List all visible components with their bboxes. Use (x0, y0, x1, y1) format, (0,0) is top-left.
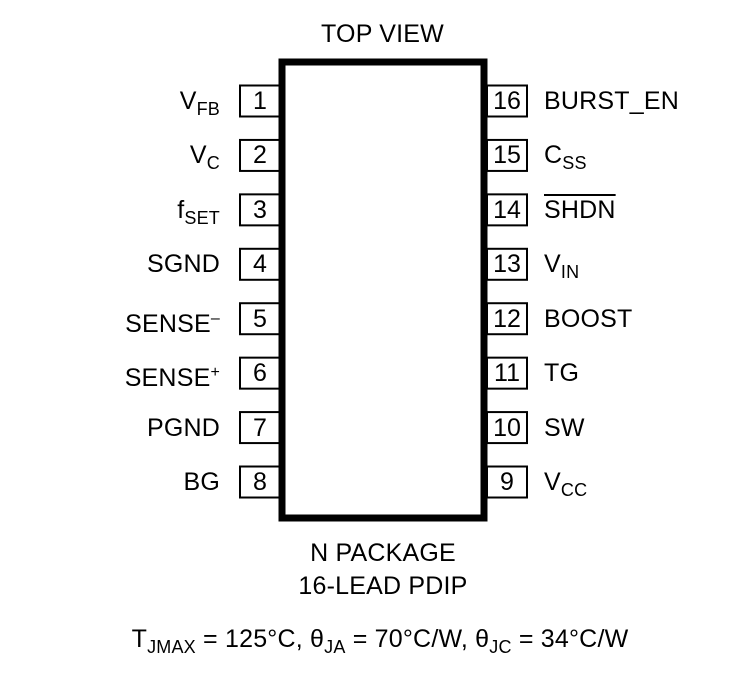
view-title: TOP VIEW (321, 20, 444, 48)
pin-box-left-0 (239, 84, 281, 118)
pin-number-left-7: 8 (253, 468, 267, 496)
pin-label-left-5: SENSE+ (125, 358, 220, 393)
pin-name-left-2: f (177, 195, 185, 224)
pin-label-right-5: TG (544, 358, 579, 388)
pin-subscript-left-2: SET (184, 207, 220, 228)
package-name: N PACKAGE (310, 539, 456, 567)
pin-subscript-left-0: FB (196, 99, 220, 119)
pin-number-left-0: 1 (253, 87, 267, 115)
pin-subscript-right-1: SS (562, 153, 587, 174)
chip-body (278, 58, 488, 522)
pin-label-right-0: BURST_EN (544, 86, 679, 116)
package-type: 16-LEAD PDIP (298, 572, 468, 600)
pin-name-left-0: V (179, 87, 197, 115)
pin-name-right-4: BOOST (544, 304, 633, 333)
pin-superscript-left-4: – (210, 309, 220, 327)
pin-box-right-0 (486, 84, 528, 118)
pin-number-right-3: 13 (493, 250, 521, 279)
pin-subscript-left-1: C (206, 153, 220, 174)
pin-number-right-0: 16 (493, 87, 521, 115)
thermal-specs: TJMAX = 125°C, θJA = 70°C/W, θJC = 34°C/… (0, 624, 755, 662)
pin-box-left-5 (239, 356, 281, 390)
pin-box-left-1 (239, 138, 281, 172)
pin-name-right-0: BURST_EN (544, 87, 679, 115)
pin-box-left-7 (239, 465, 281, 499)
pin-label-right-4: BOOST (544, 304, 633, 334)
pin-box-left-2 (239, 193, 281, 227)
theta-ja-value: = 70°C/W, (345, 625, 476, 653)
pin-number-right-4: 12 (493, 304, 521, 333)
pin-label-left-1: VC (190, 140, 220, 178)
pin-name-left-1: V (189, 141, 207, 170)
pin-number-left-2: 3 (253, 195, 267, 224)
pin-box-right-7 (486, 465, 528, 499)
pin-number-right-1: 15 (493, 141, 521, 170)
pin-box-left-3 (239, 247, 281, 281)
pin-number-right-6: 10 (493, 413, 521, 442)
pin-label-left-4: SENSE– (125, 304, 220, 339)
pin-label-right-3: VIN (544, 249, 579, 287)
pin-name-right-2: SHDN (544, 195, 616, 224)
pin-name-left-5: SENSE (124, 364, 211, 393)
pin-name-left-6: PGND (146, 413, 220, 442)
theta-ja-subscript: JA (324, 637, 346, 657)
pin-label-right-7: VCC (544, 467, 587, 505)
pin-superscript-left-5: + (210, 364, 220, 382)
theta-ja-symbol: θ (310, 625, 325, 653)
pin-box-left-4 (239, 302, 281, 336)
pin-box-right-3 (486, 247, 528, 281)
theta-jc-symbol: θ (475, 625, 490, 653)
tj-symbol: T (131, 625, 148, 653)
pin-box-right-1 (486, 138, 528, 172)
pin-box-right-6 (486, 411, 528, 445)
pin-name-right-1: C (544, 141, 563, 170)
pin-number-left-4: 5 (253, 304, 267, 333)
pin-name-right-3: V (544, 250, 561, 279)
pin-label-left-0: VFB (180, 86, 220, 124)
pin-label-left-6: PGND (147, 413, 220, 443)
pin-name-right-6: SW (544, 413, 585, 442)
pin-number-right-2: 14 (493, 195, 521, 224)
pin-number-left-6: 7 (253, 413, 267, 442)
pin-label-left-7: BG (183, 467, 220, 497)
pin-label-right-2: SHDN (544, 195, 616, 225)
pin-name-right-7: V (544, 468, 561, 496)
pin-box-right-5 (486, 356, 528, 390)
pin-subscript-right-3: IN (560, 262, 580, 283)
pin-label-right-1: CSS (544, 140, 587, 178)
pin-number-right-7: 9 (500, 468, 514, 496)
theta-jc-subscript: JC (489, 637, 512, 657)
pin-number-left-1: 2 (253, 141, 267, 170)
pin-name-right-5: TG (544, 359, 580, 388)
pin-name-left-4: SENSE (125, 309, 211, 338)
tj-subscript: JMAX (147, 637, 196, 657)
pin-name-left-7: BG (183, 468, 220, 496)
pin-box-right-2 (486, 193, 528, 227)
pin-subscript-right-7: CC (560, 480, 588, 500)
theta-jc-value: = 34°C/W (511, 625, 629, 653)
pin-number-right-5: 11 (494, 359, 520, 388)
pin-number-left-3: 4 (253, 250, 267, 279)
pin-label-left-2: fSET (177, 195, 220, 233)
pin-label-left-3: SGND (147, 249, 220, 279)
tj-value: = 125°C, (195, 625, 311, 653)
pin-label-right-6: SW (544, 413, 585, 443)
pin-box-right-4 (486, 302, 528, 336)
pin-number-left-5: 6 (253, 359, 267, 388)
pin-name-left-3: SGND (146, 250, 220, 279)
pin-box-left-6 (239, 411, 281, 445)
